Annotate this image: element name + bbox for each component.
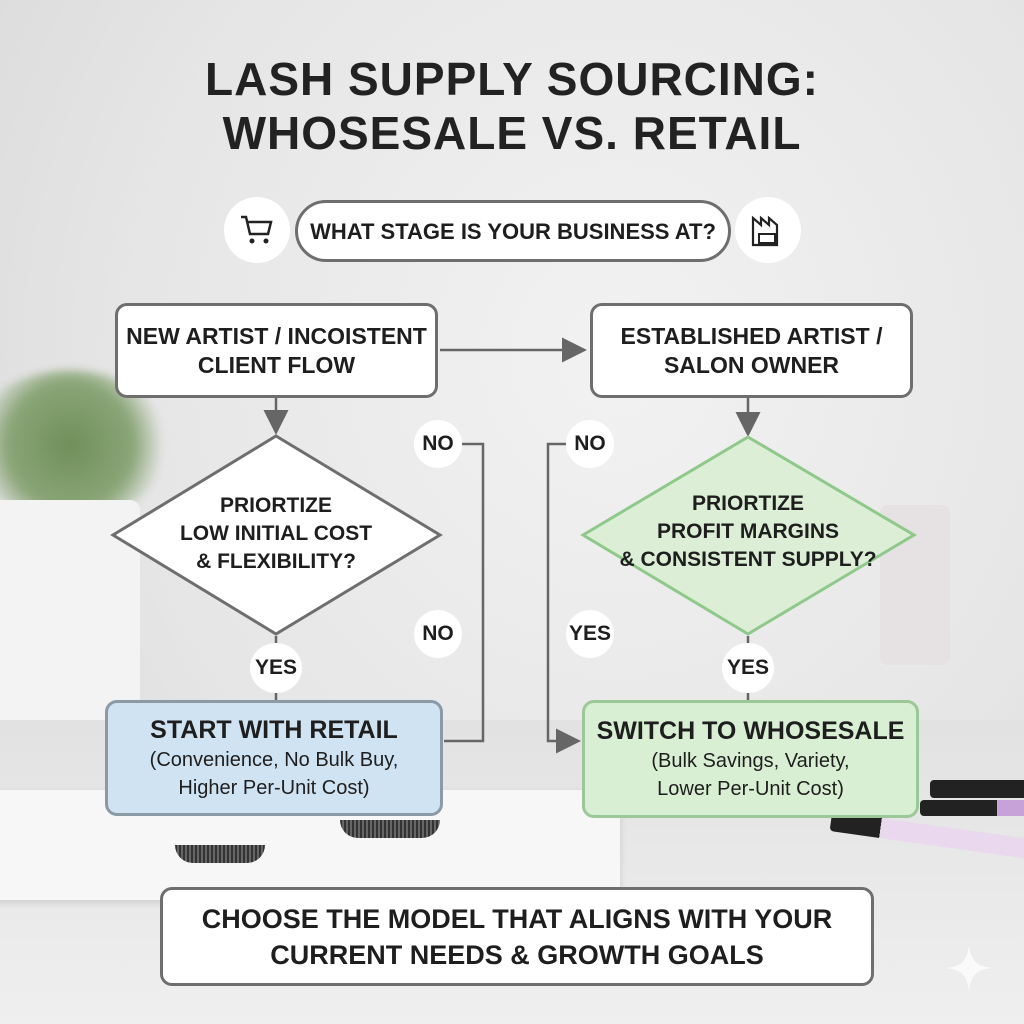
- decision-line: LOW INITIAL COST: [179, 522, 373, 545]
- stage-text: SALON OWNER: [663, 351, 840, 378]
- result-detail: (Bulk Savings, Variety,: [651, 750, 850, 772]
- business-stage-question: WHAT STAGE IS YOUR BUSINESS AT?: [295, 200, 731, 262]
- left-no-label-top: NO: [414, 420, 462, 468]
- question-text: WHAT STAGE IS YOUR BUSINESS AT?: [310, 218, 716, 244]
- right-decision-text: PRIORTIZE PROFIT MARGINS & CONSISTENT SU…: [600, 490, 896, 574]
- decision-line: & CONSISTENT SUPPLY?: [619, 548, 877, 571]
- right-no-connector: [546, 442, 581, 754]
- lash-strip: [340, 820, 440, 838]
- result-detail: (Convenience, No Bulk Buy,: [149, 749, 399, 771]
- right-decision-diamond: [580, 435, 917, 636]
- result-title: SWITCH TO WHOSESALE: [596, 717, 905, 745]
- right-yes-label-left: YES: [566, 610, 614, 658]
- result-detail: Lower Per-Unit Cost): [657, 778, 844, 800]
- left-yes-label: YES: [250, 643, 302, 693]
- stage-text: ESTABLISHED ARTIST /: [620, 322, 883, 349]
- left-no-connector: [444, 442, 485, 743]
- shopping-cart-icon: [224, 197, 290, 263]
- right-yes-label: YES: [722, 643, 774, 693]
- decision-line: PRIORTIZE: [691, 492, 804, 515]
- left-decision-text: PRIORTIZE LOW INITIAL COST & FLEXIBILITY…: [140, 492, 412, 576]
- title-line-2: WHOSESALE VS. RETAIL: [222, 107, 802, 159]
- factory-icon: [735, 197, 801, 263]
- result-detail: Higher Per-Unit Cost): [178, 777, 370, 799]
- decision-line: & FLEXIBILITY?: [196, 550, 356, 573]
- established-artist-stage-box: ESTABLISHED ARTIST / SALON OWNER: [590, 303, 913, 398]
- stage-text: CLIENT FLOW: [197, 351, 356, 378]
- conclusion-text: CURRENT NEEDS & GROWTH GOALS: [270, 939, 764, 970]
- wholesale-result-box: SWITCH TO WHOSESALE (Bulk Savings, Varie…: [582, 700, 919, 818]
- left-no-label-bottom: NO: [414, 610, 462, 658]
- marker-pen: [930, 780, 1024, 798]
- sparkle-icon: [944, 943, 994, 993]
- decision-line: PRIORTIZE: [219, 494, 332, 517]
- decision-line: PROFIT MARGINS: [657, 520, 839, 543]
- lash-strip: [175, 845, 265, 863]
- result-title: START WITH RETAIL: [150, 716, 398, 744]
- title-line-1: LASH SUPPLY SOURCING:: [205, 53, 819, 105]
- left-decision-diamond: [110, 434, 443, 636]
- marker-pen: [920, 800, 1024, 816]
- new-artist-stage-box: NEW ARTIST / INCOISTENT CLIENT FLOW: [115, 303, 438, 398]
- conclusion-text: CHOOSE THE MODEL THAT ALIGNS WITH YOUR: [201, 903, 833, 934]
- right-no-label: NO: [566, 420, 614, 468]
- conclusion-box: CHOOSE THE MODEL THAT ALIGNS WITH YOUR C…: [160, 887, 874, 986]
- retail-result-box: START WITH RETAIL (Convenience, No Bulk …: [105, 700, 443, 816]
- stage-text: NEW ARTIST / INCOISTENT: [126, 322, 427, 349]
